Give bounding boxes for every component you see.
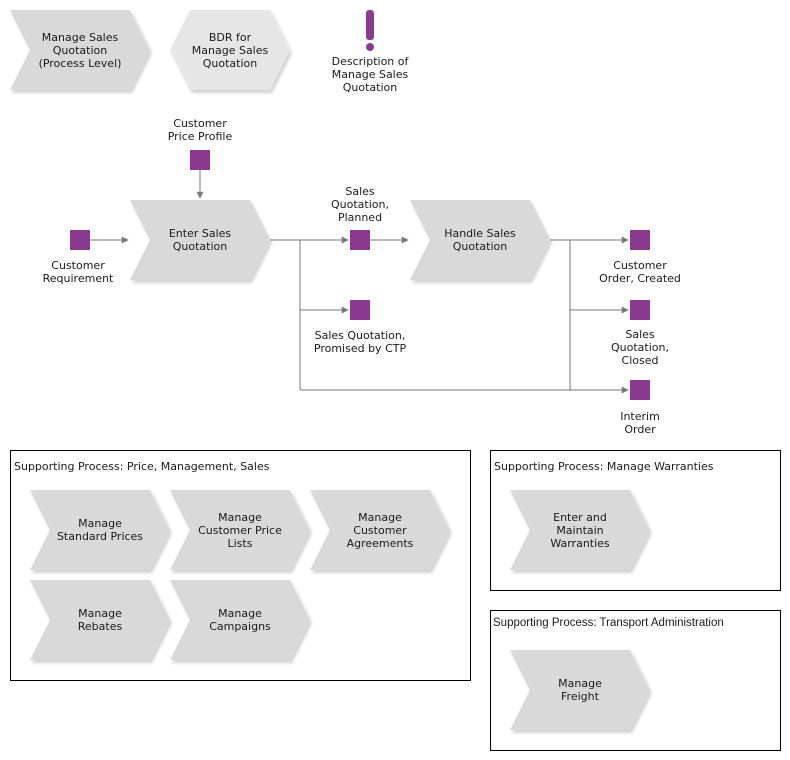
manage-customer-agreements-label: Manage Customer Agreements	[346, 510, 414, 550]
bdr-hexagon[interactable]	[170, 10, 290, 90]
manage-campaigns-chevron[interactable]	[170, 580, 310, 660]
event-sales-quotation-planned[interactable]	[350, 230, 370, 250]
event-customer-order-created[interactable]	[630, 230, 650, 250]
manage-customer-price-lists-label: Manage Customer Price Lists	[198, 510, 282, 550]
supporting-title-warranties: Supporting Process: Manage Warranties	[494, 460, 714, 473]
supporting-box-transport	[490, 610, 781, 751]
customer-requirement-label: Customer Requirement	[42, 259, 114, 285]
event-interim-order[interactable]	[630, 380, 650, 400]
event-customer-requirement[interactable]	[70, 230, 90, 250]
manage-standard-prices-label: Manage Standard Prices	[56, 517, 144, 543]
event-sales-quotation-closed[interactable]	[630, 300, 650, 320]
enter-sales-quotation-label: Enter Sales Quotation	[168, 227, 232, 253]
manage-freight-label: Manage Freight	[558, 677, 602, 703]
manage-freight-chevron[interactable]	[510, 650, 650, 730]
handle-sales-quotation-chevron[interactable]	[410, 200, 550, 280]
customer-price-profile-label: Customer Price Profile	[167, 117, 233, 143]
manage-rebates-label: Manage Rebates	[77, 607, 123, 633]
process-level-chevron[interactable]	[10, 10, 150, 90]
enter-sales-quotation-chevron[interactable]	[130, 200, 270, 280]
bdr-label: BDR for Manage Sales Quotation	[191, 30, 269, 70]
interim-order-label: Interim Order	[620, 410, 660, 436]
manage-customer-agreements-chevron[interactable]	[310, 490, 450, 570]
supporting-box-price	[10, 450, 471, 681]
connectors	[90, 170, 629, 394]
sales-quotation-closed-label: Sales Quotation, Closed	[611, 328, 669, 367]
manage-campaigns-label: Manage Campaigns	[209, 607, 271, 633]
enter-maintain-warranties-chevron[interactable]	[510, 490, 650, 570]
manage-standard-prices-chevron[interactable]	[30, 490, 170, 570]
event-sales-quotation-promised[interactable]	[350, 300, 370, 320]
connector-enter-to-interim	[299, 300, 629, 394]
description-label: Description of Manage Sales Quotation	[331, 55, 409, 94]
sales-quotation-planned-label: Sales Quotation, Planned	[331, 185, 389, 224]
supporting-title-price: Supporting Process: Price, Management, S…	[14, 460, 270, 473]
handle-sales-quotation-label: Handle Sales Quotation	[444, 227, 516, 253]
customer-order-created-label: Customer Order, Created	[599, 259, 681, 285]
manage-rebates-chevron[interactable]	[30, 580, 170, 660]
event-customer-price-profile[interactable]	[190, 150, 210, 170]
process-level-label: Manage Sales Quotation (Process Level)	[38, 30, 122, 70]
connector-enter-to-promised	[299, 240, 349, 314]
supporting-title-transport: Supporting Process: Transport Administra…	[493, 617, 724, 629]
connector-handle-to-interim	[569, 300, 573, 391]
supporting-box-warranties	[490, 450, 781, 591]
manage-customer-price-lists-chevron[interactable]	[170, 490, 310, 570]
exclamation-icon	[366, 10, 374, 51]
enter-maintain-warranties-label: Enter and Maintain Warranties	[550, 510, 610, 550]
sales-quotation-promised-label: Sales Quotation, Promised by CTP	[313, 329, 407, 355]
